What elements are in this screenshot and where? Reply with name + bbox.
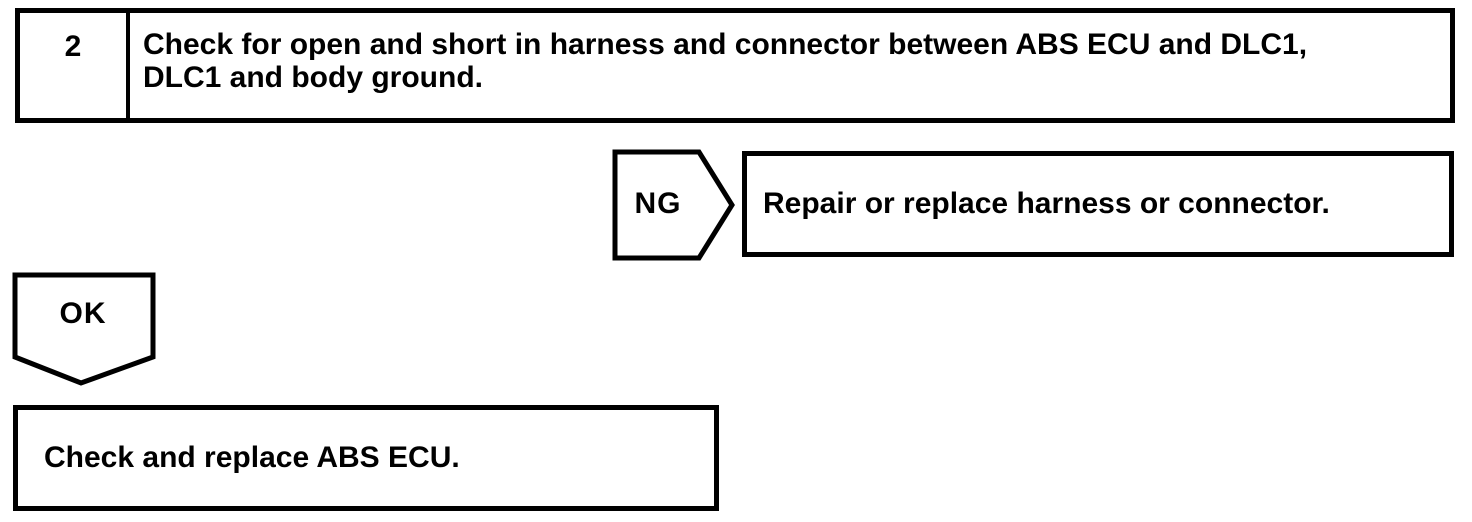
- ng-connector-label: NG: [634, 187, 682, 220]
- step-number: 2: [20, 13, 130, 118]
- ok-connector-icon: [12, 272, 156, 386]
- ng-connector-icon: [612, 149, 735, 261]
- step-instruction: Check for open and short in harness and …: [143, 28, 1308, 94]
- ng-pentagon-shape: [612, 149, 735, 261]
- ok-connector-label: OK: [59, 297, 107, 330]
- ng-action-box: Repair or replace harness or connector.: [742, 151, 1454, 257]
- step-box: 2 Check for open and short in harness an…: [15, 8, 1455, 123]
- ok-pentagon-shape: [12, 272, 156, 386]
- ng-action-text: Repair or replace harness or connector.: [763, 187, 1330, 220]
- ok-action-box: Check and replace ABS ECU.: [13, 405, 719, 511]
- ok-action-text: Check and replace ABS ECU.: [44, 441, 460, 474]
